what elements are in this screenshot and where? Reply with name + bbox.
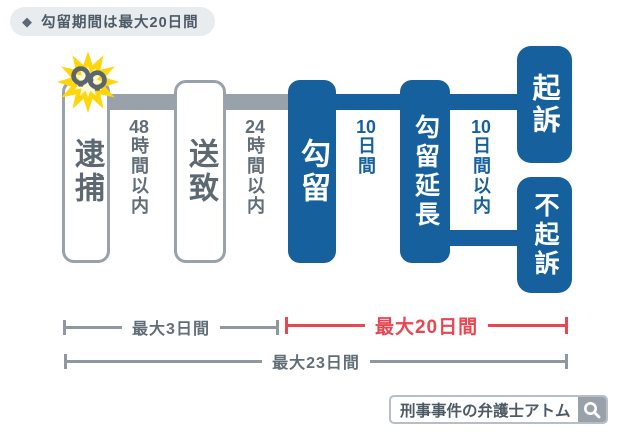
interval-24-unit: 時間以内 xyxy=(245,136,265,216)
measure-line-segment xyxy=(67,359,263,363)
node-referral-label: 送致 xyxy=(184,137,217,206)
interval-24-hours: 24時間以内 xyxy=(245,118,265,216)
search-button[interactable] xyxy=(578,397,606,422)
measure-max-3-days: 最大3日間 xyxy=(63,315,279,339)
measure-tick xyxy=(63,319,66,335)
interval-24-number: 24 xyxy=(245,118,265,136)
measure-tick xyxy=(565,317,569,334)
interval-48-number: 48 xyxy=(129,118,149,136)
measure-line-segment xyxy=(369,359,565,363)
measure-max-23-days-label: 最大23日間 xyxy=(272,355,360,372)
node-prosecution-label: 起訴 xyxy=(529,72,561,137)
interval-10-days-unit: 日間 xyxy=(356,136,376,176)
node-referral: 送致 xyxy=(174,80,226,263)
measure-line-segment xyxy=(219,325,276,329)
measure-max-23-days: 最大23日間 xyxy=(64,349,568,373)
measure-max-20-days-label: 最大20日間 xyxy=(374,317,479,338)
search-box[interactable]: 刑事事件の弁護士アトム xyxy=(389,395,608,424)
interval-10-days: 10日間 xyxy=(356,118,376,176)
measure-max-3-days-label: 最大3日間 xyxy=(132,321,210,338)
node-non-prosecution-label: 不起訴 xyxy=(531,191,559,279)
interval-10-days-number: 10 xyxy=(356,118,376,136)
interval-48-hours: 48時間以内 xyxy=(129,118,149,216)
node-arrest: 逮捕 xyxy=(62,80,110,263)
page-title: 勾留期間は最大20日間 xyxy=(41,15,199,31)
interval-10-days-within-number: 10 xyxy=(471,118,491,136)
measure-tick xyxy=(565,353,568,369)
interval-10-days-within: 10日間以内 xyxy=(471,118,491,216)
measure-tick xyxy=(285,317,288,334)
measure-line-segment xyxy=(288,324,365,327)
measure-max-20-days: 最大20日間 xyxy=(285,312,569,339)
node-detention-label: 勾留 xyxy=(296,137,329,206)
node-prosecution: 起訴 xyxy=(517,46,572,163)
node-arrest-label: 逮捕 xyxy=(70,137,103,206)
starburst-handcuffs-icon xyxy=(55,49,121,115)
measure-line-segment xyxy=(66,325,123,329)
magnifier-icon xyxy=(584,401,601,418)
interval-10-days-within-unit: 日間以内 xyxy=(471,136,491,216)
node-non-prosecution: 不起訴 xyxy=(517,177,572,293)
node-detention: 勾留 xyxy=(288,80,336,263)
measure-line-segment xyxy=(488,324,566,327)
interval-48-unit: 時間以内 xyxy=(129,136,149,216)
node-detention-extension: 勾留延長 xyxy=(400,80,450,263)
measure-tick xyxy=(276,319,279,335)
measure-tick xyxy=(64,353,67,369)
node-detention-extension-label: 勾留延長 xyxy=(411,113,440,230)
search-input[interactable]: 刑事事件の弁護士アトム xyxy=(400,402,571,420)
diamond-icon: ◆ xyxy=(22,13,33,29)
title-badge: ◆ 勾留期間は最大20日間 xyxy=(10,7,215,36)
connector-extension-to-non-prosecution xyxy=(425,230,545,246)
